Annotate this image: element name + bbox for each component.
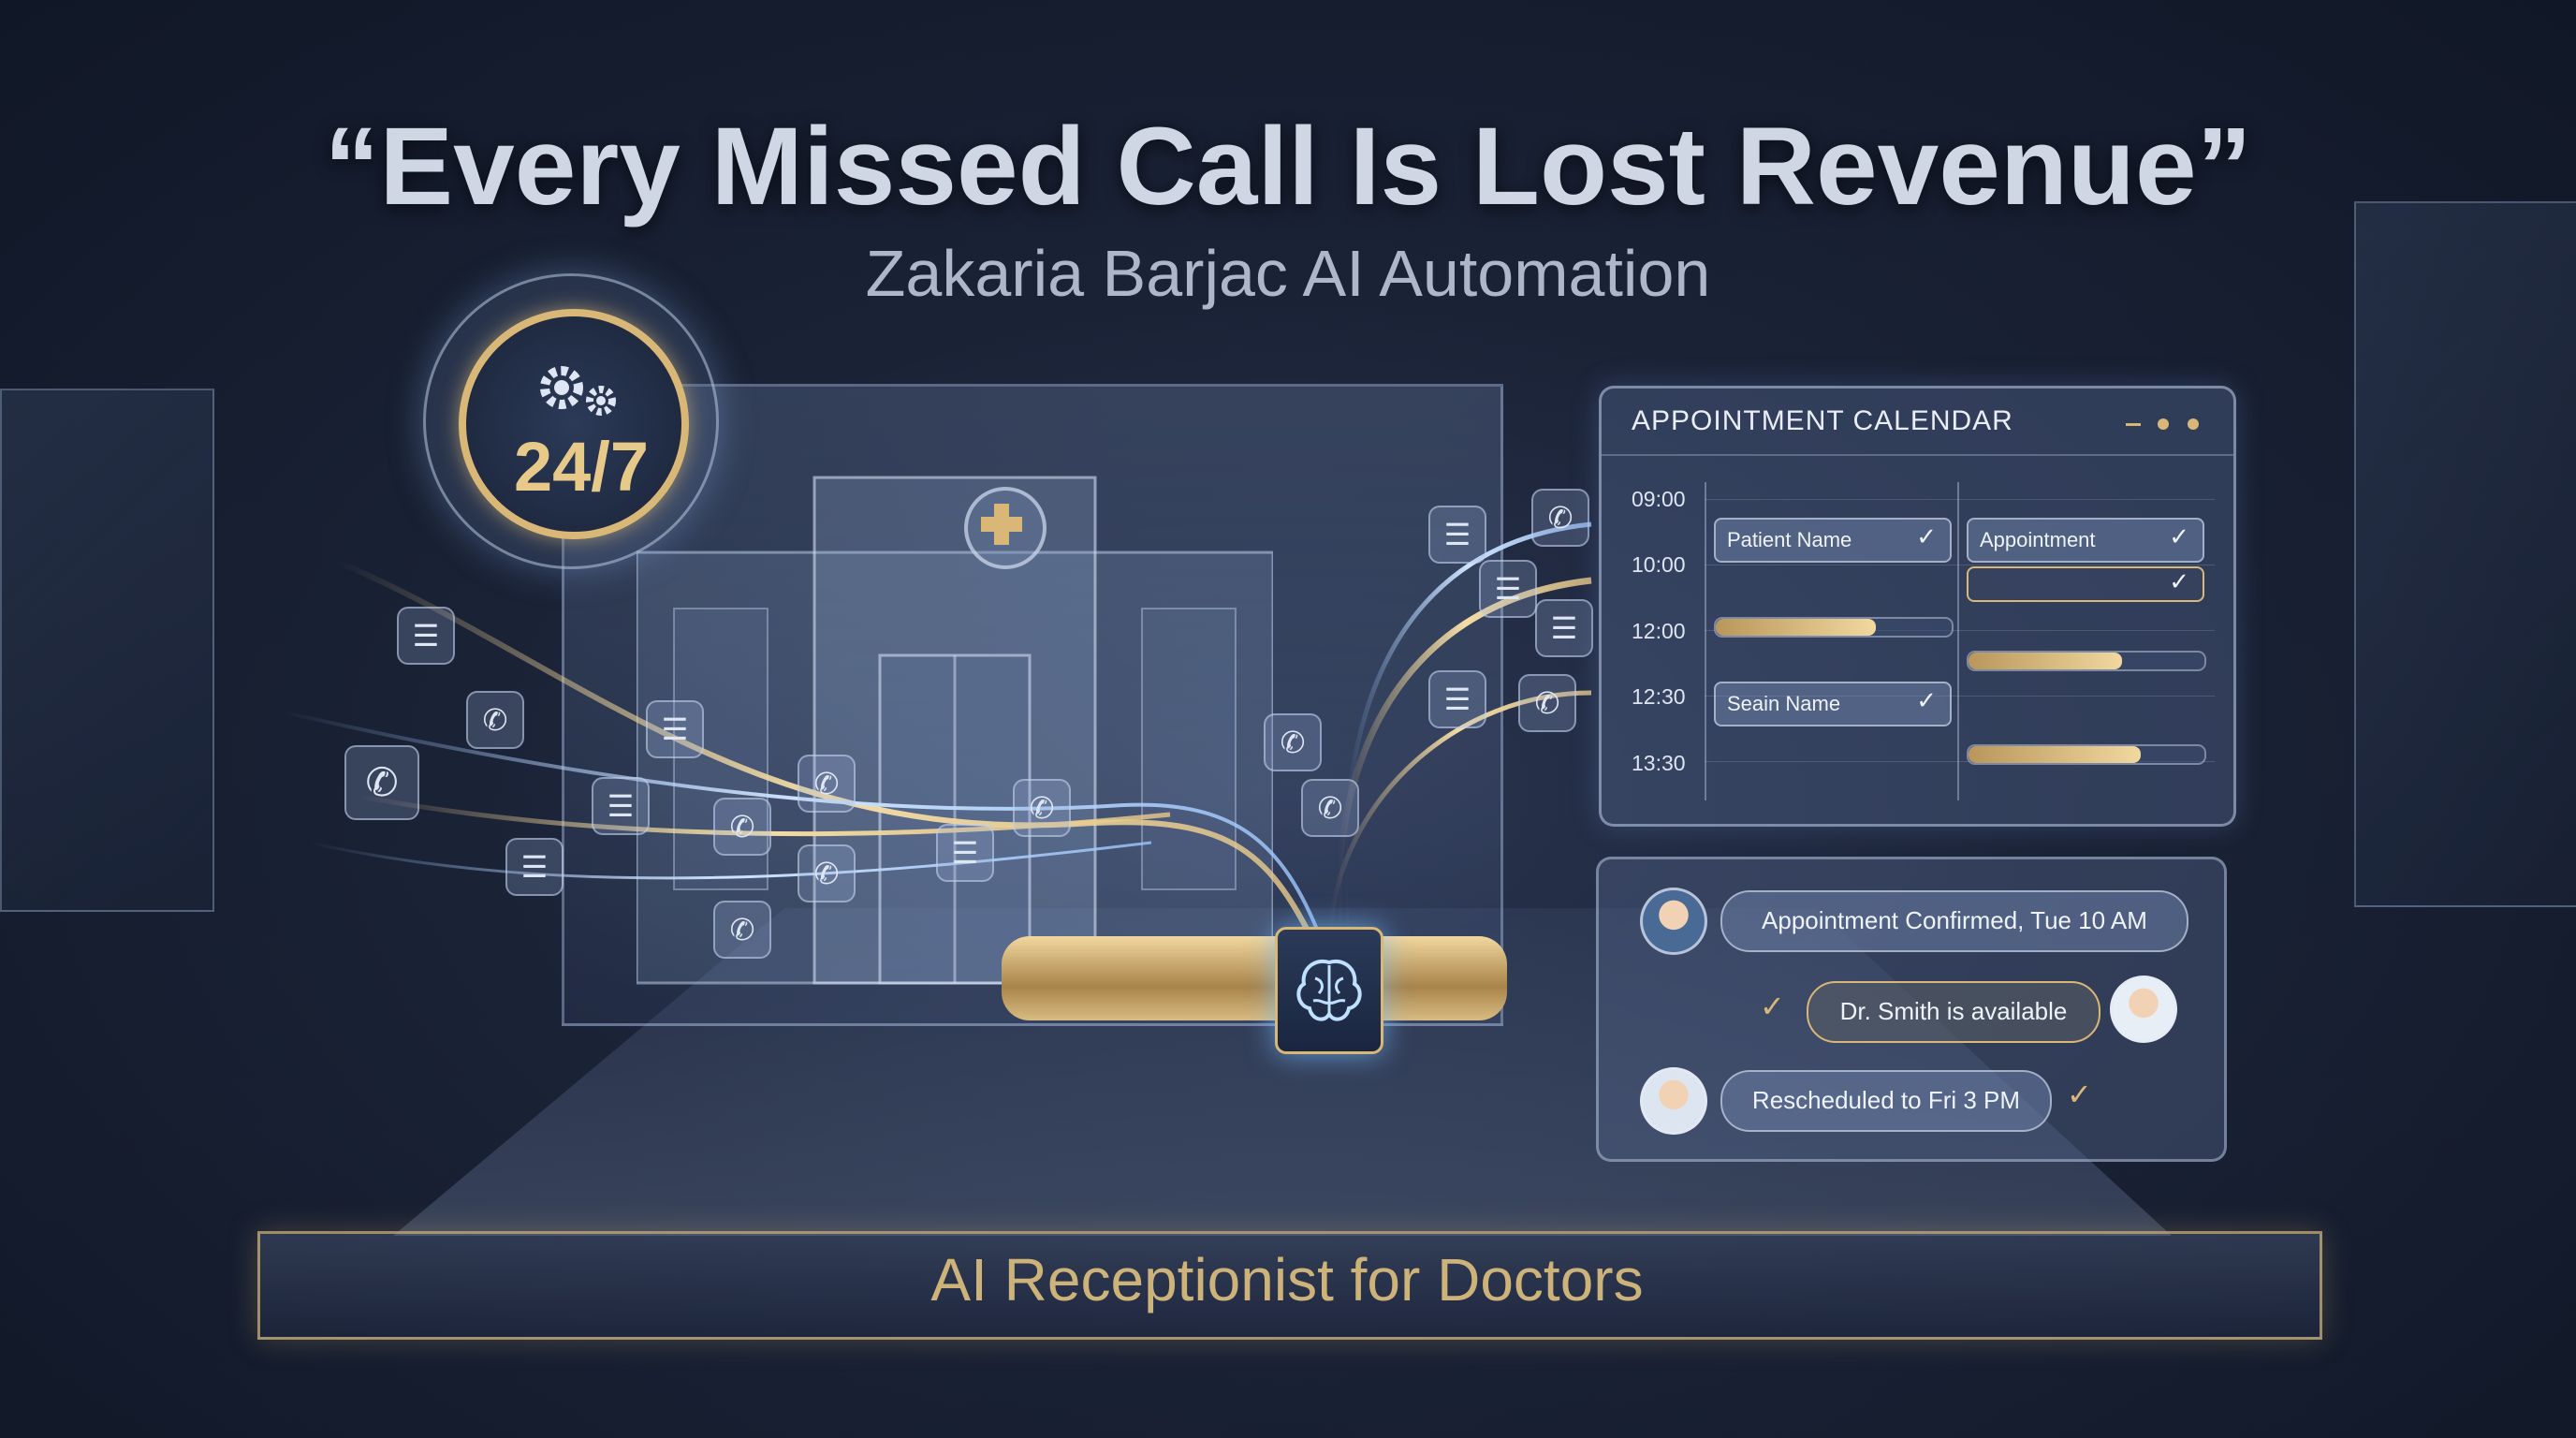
- time-label: 10:00: [1632, 552, 1686, 577]
- brain-icon: [1296, 959, 1362, 1021]
- calendar-column-divider: [1705, 482, 1706, 800]
- calendar-slot-empty[interactable]: ✓: [1967, 566, 2204, 602]
- phone-icon: ✆: [798, 755, 856, 813]
- document-icon: ☰: [397, 607, 455, 665]
- document-icon: ☰: [936, 824, 994, 882]
- phone-icon: ✆: [1013, 779, 1071, 837]
- check-icon: ✓: [1916, 523, 1937, 551]
- check-icon: ✓: [2169, 523, 2189, 551]
- appointment-calendar-window: APPOINTMENT CALENDAR 09:00 10:00 12:00 1…: [1599, 386, 2236, 827]
- chat-message: Rescheduled to Fri 3 PM: [1720, 1070, 2052, 1132]
- badge-text: 24/7: [513, 428, 650, 506]
- chat-message: Appointment Confirmed, Tue 10 AM: [1720, 890, 2188, 952]
- document-icon: ☰: [1479, 560, 1537, 618]
- calendar-row-divider: [1705, 630, 2215, 631]
- phone-icon: ✆: [1531, 489, 1589, 547]
- calendar-header: APPOINTMENT CALENDAR: [1602, 389, 2233, 456]
- progress-bar-fill: [1969, 746, 2141, 763]
- phone-icon: ✆: [713, 901, 771, 959]
- badge-ring: 24/7: [459, 309, 689, 539]
- window-dot-icon[interactable]: [2158, 418, 2169, 430]
- progress-bar: [1967, 651, 2206, 671]
- document-icon: ☰: [592, 777, 650, 835]
- minimize-icon[interactable]: [2126, 423, 2141, 426]
- document-icon: ☰: [1428, 506, 1486, 564]
- availability-badge: 24/7: [423, 273, 719, 569]
- ai-chip: [1275, 927, 1383, 1054]
- calendar-slot[interactable]: Patient Name ✓: [1714, 518, 1952, 563]
- gears-icon: [540, 366, 616, 416]
- slot-label: Seain Name: [1727, 692, 1841, 715]
- calendar-column-divider: [1957, 482, 1959, 800]
- phone-icon: ✆: [798, 844, 856, 902]
- page-title: “Every Missed Call Is Lost Revenue”: [324, 105, 2252, 228]
- check-icon: ✓: [1916, 687, 1937, 715]
- avatar: [1640, 1067, 1707, 1135]
- phone-icon: ✆: [466, 691, 524, 749]
- time-label: 09:00: [1632, 487, 1686, 511]
- time-label: 12:00: [1632, 619, 1686, 643]
- phone-icon: ✆: [1301, 779, 1359, 837]
- calendar-row-divider: [1705, 499, 2215, 500]
- document-icon: ☰: [1428, 670, 1486, 728]
- chat-panel: Appointment Confirmed, Tue 10 AM ✓ Dr. S…: [1596, 857, 2227, 1162]
- document-icon: ☰: [505, 838, 564, 896]
- calendar-row-divider: [1705, 696, 2215, 697]
- calendar-slot[interactable]: Seain Name ✓: [1714, 682, 1952, 726]
- progress-bar-fill: [1716, 619, 1877, 636]
- phone-icon: ✆: [1264, 713, 1322, 771]
- document-icon: ☰: [646, 700, 704, 758]
- phone-icon: ✆: [1518, 674, 1576, 732]
- page-subtitle: Zakaria Barjac AI Automation: [865, 237, 1711, 310]
- phone-icon: ✆: [344, 745, 419, 820]
- phone-icon: ✆: [713, 798, 771, 856]
- check-icon: ✓: [2169, 568, 2189, 596]
- slot-label: Appointment: [1980, 528, 2096, 551]
- progress-bar: [1967, 744, 2206, 765]
- chat-message: Dr. Smith is available: [1807, 981, 2100, 1043]
- check-icon: ✓: [1760, 989, 1785, 1024]
- progress-bar: [1714, 617, 1954, 638]
- window-dot-icon[interactable]: [2188, 418, 2199, 430]
- calendar-title: APPOINTMENT CALENDAR: [1632, 405, 2013, 436]
- gold-reception-desk: [1002, 936, 1507, 1020]
- progress-bar-fill: [1969, 653, 2122, 669]
- check-icon: ✓: [2067, 1077, 2092, 1112]
- calendar-slot[interactable]: Appointment ✓: [1967, 518, 2204, 563]
- time-label: 13:30: [1632, 751, 1686, 775]
- document-icon: ☰: [1535, 599, 1593, 657]
- glass-platform: [257, 1231, 2322, 1340]
- avatar: [2110, 976, 2177, 1043]
- platform-label: AI Receptionist for Doctors: [930, 1246, 1644, 1313]
- medical-cross-icon: [964, 487, 1046, 569]
- calendar-row-divider: [1705, 761, 2215, 762]
- right-glass-panel: [2354, 201, 2576, 907]
- slot-label: Patient Name: [1727, 528, 1852, 551]
- time-label: 12:30: [1632, 684, 1686, 709]
- avatar: [1640, 888, 1707, 955]
- left-glass-panel: [0, 389, 214, 912]
